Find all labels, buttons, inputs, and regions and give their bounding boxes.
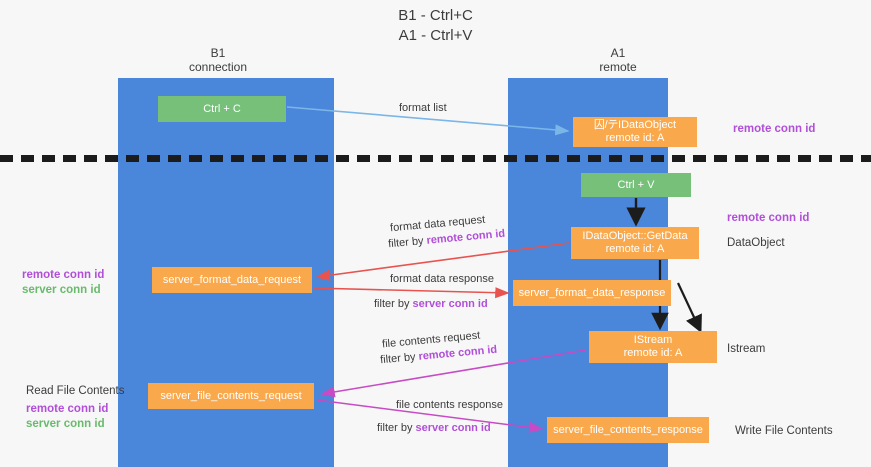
annotation-remote-conn-id-middle: remote conn id [727,212,810,224]
node-idataobject-getdata[interactable]: IDataObject::GetData remote id: A [571,227,699,259]
node-ctrl-c[interactable]: Ctrl + C [158,96,286,122]
node-server-format-data-request-label: server_format_data_request [162,273,302,286]
annotation-istream: Istream [727,343,766,355]
page-title: B1 - Ctrl+C A1 - Ctrl+V [0,6,871,46]
node-idataobject-sub: remote id: A [605,132,665,144]
node-istream[interactable]: IStream remote id: A [589,331,717,363]
node-server-file-contents-response-label: server_file_contents_response [553,423,703,436]
node-idataobject-label: 囚/テIDataObject [594,119,676,132]
node-ctrl-v[interactable]: Ctrl + V [581,173,691,197]
node-server-file-contents-response[interactable]: server_file_contents_response [547,417,709,443]
node-ctrl-v-label: Ctrl + V [617,178,655,191]
annotation-dataobject: DataObject [727,237,785,249]
node-idataobject-name: IDataObject [618,119,677,131]
cursor-artifact-glyph: 囚/テ [593,119,619,131]
node-server-file-contents-request[interactable]: server_file_contents_request [148,383,314,409]
annotation-conn-ids-file: remote conn id server conn id [26,402,108,432]
section-divider [0,155,871,162]
node-ctrl-c-label: Ctrl + C [203,102,241,115]
filter-prefix-4: filter by [377,422,416,434]
swimlane-header-a1: A1 remote [538,46,698,74]
swimlane-a1-title: A1 [610,46,626,60]
node-getdata-label: IDataObject::GetData [582,230,688,242]
swimlane-b1-title: B1 [210,46,226,60]
node-idataobject[interactable]: 囚/テIDataObject remote id: A [573,117,697,147]
edge-label-format-data-response-filter: filter by server conn id [374,297,488,312]
filter-value-server-conn-id-2: server conn id [415,422,491,434]
node-server-format-data-request[interactable]: server_format_data_request [152,267,312,293]
node-istream-label: IStream [633,334,673,346]
node-istream-sub: remote id: A [623,347,683,359]
filter-value-server-conn-id-1: server conn id [412,298,488,310]
node-getdata-sub: remote id: A [605,243,665,255]
title-line-2: A1 - Ctrl+V [398,27,473,44]
filter-prefix-1: filter by [387,234,428,251]
edge-label-file-contents-response: file contents response [396,399,504,411]
edge-label-file-contents-response-filter: filter by server conn id [377,421,491,436]
annotation-read-file-contents: Read File Contents [26,385,125,397]
annotation-remote-conn-id-top: remote conn id [733,123,816,135]
edge-format-data-response [312,287,510,299]
annotation-conn-ids-format: remote conn id server conn id [22,268,104,298]
swimlane-b1-subtitle: connection [188,60,248,74]
filter-prefix-3: filter by [379,350,420,367]
annotation-remote-conn-id-2: remote conn id [26,403,109,415]
annotation-server-conn-id-2: server conn id [26,418,105,430]
edge-label-format-data-response: format data response [390,273,494,285]
node-server-format-data-response[interactable]: server_format_data_response [513,280,671,306]
filter-prefix-2: filter by [374,298,413,310]
edge-label-format-list: format list [399,102,447,114]
swimlane-a1-subtitle: remote [599,60,637,74]
edge-response-to-istream [677,282,702,333]
node-server-format-data-response-label: server_format_data_response [518,286,666,299]
node-server-file-contents-request-label: server_file_contents_request [160,389,302,402]
title-line-1: B1 - Ctrl+C [398,7,473,24]
swimlane-header-b1: B1 connection [138,46,298,74]
annotation-remote-conn-id-1: remote conn id [22,269,105,281]
annotation-write-file-contents: Write File Contents [735,425,833,437]
annotation-server-conn-id-1: server conn id [22,284,101,296]
